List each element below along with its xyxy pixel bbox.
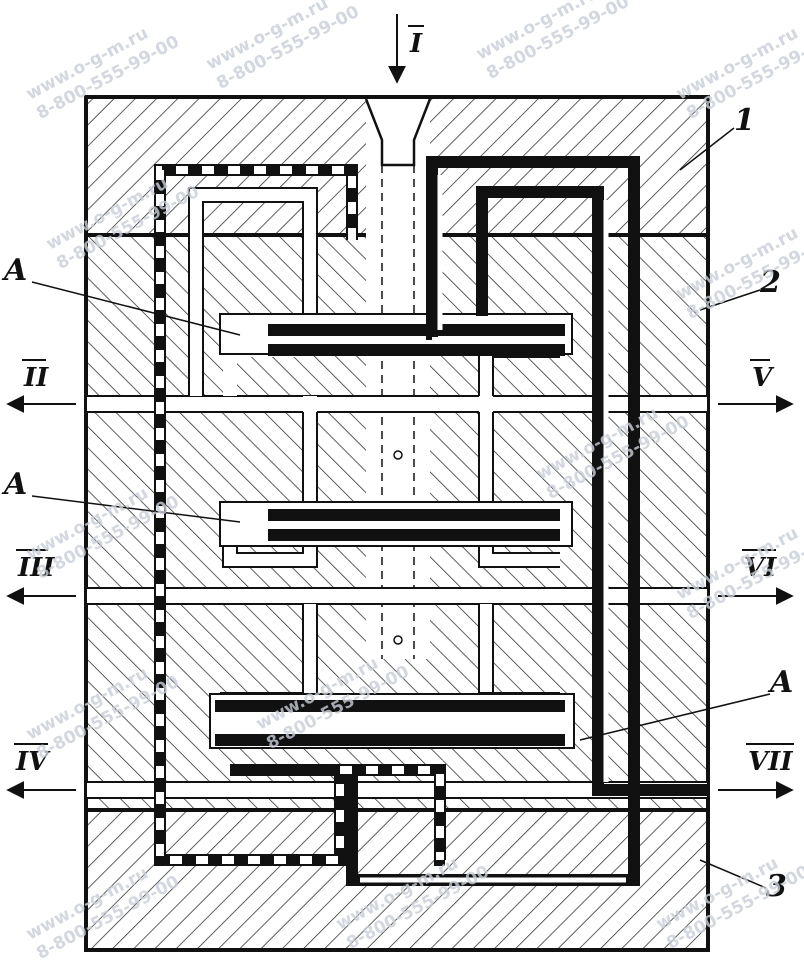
label-part-2: 2 — [759, 265, 781, 300]
chamber-stripes — [222, 337, 560, 726]
leader-lines — [31, 127, 771, 889]
sprue — [364, 98, 432, 659]
label-port-7: VII — [748, 747, 793, 777]
label-part-1: 1 — [734, 103, 755, 138]
flow-path-dashed-stripes — [156, 166, 444, 864]
label-port-3: III — [17, 553, 55, 583]
label-port-6: VI — [744, 553, 777, 583]
arrows — [6, 14, 794, 799]
label-zone-a-middle: A — [1, 467, 27, 502]
label-port-4: IV — [15, 747, 51, 777]
label-port-2: II — [23, 363, 49, 393]
outlet-channels — [85, 395, 709, 799]
label-zone-a-top: A — [1, 253, 27, 288]
label-zone-a-bottom: A — [767, 665, 793, 700]
label-port-5: V — [752, 363, 775, 393]
label-port-inlet: I — [409, 29, 423, 59]
label-part-3: 3 — [766, 869, 787, 904]
